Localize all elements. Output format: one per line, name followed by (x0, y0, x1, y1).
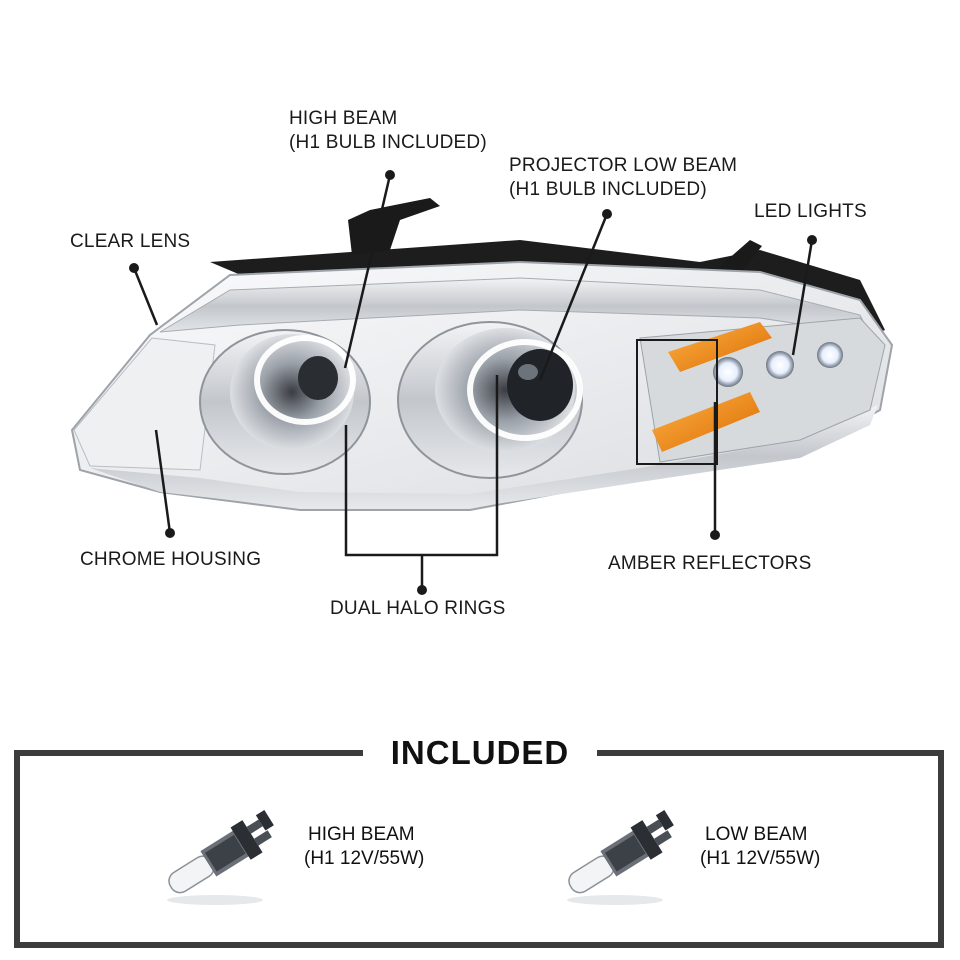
included-title: INCLUDED (0, 731, 960, 775)
led-2 (766, 351, 794, 379)
high-beam-halo-ring (254, 335, 356, 425)
high-beam-bulb-line1: HIGH BEAM (308, 824, 415, 845)
led-1 (713, 357, 743, 387)
headlight-assembly-image (70, 170, 894, 595)
high-beam-bulb-label: HIGH BEAM (H1 12V/55W) (304, 823, 424, 871)
high-beam-bulb-line2: (H1 12V/55W) (304, 848, 425, 869)
clear-lens-callout: CLEAR LENS (70, 231, 191, 252)
adjuster-stem (718, 240, 762, 274)
h1-bulb-icon (567, 809, 674, 905)
low-beam-bulb-line1: LOW BEAM (705, 824, 808, 845)
high-beam-callout-line2: (H1 BULB INCLUDED) (289, 132, 487, 153)
amber-reflectors-callout: AMBER REFLECTORS (608, 553, 812, 574)
led-lights-callout: LED LIGHTS (754, 201, 867, 222)
high-beam-callout: HIGH BEAM (H1 BULB INCLUDED) (289, 107, 487, 155)
projector-low-beam-callout-line1: PROJECTOR LOW BEAM (509, 155, 738, 176)
h1-bulb-icon (167, 809, 274, 905)
projector-lens (507, 349, 573, 421)
chrome-housing-callout: CHROME HOUSING (80, 549, 262, 570)
high-beam-callout-line1: HIGH BEAM (289, 108, 398, 129)
low-beam-bulb-label: LOW BEAM (H1 12V/55W) (700, 823, 820, 871)
low-beam-bulb-line2: (H1 12V/55W) (700, 848, 821, 869)
mounting-bracket (348, 198, 440, 255)
amber-reflector-lower (652, 392, 760, 452)
led-3 (817, 342, 843, 368)
chrome-bottom-band (90, 405, 878, 508)
amber-callout-box (636, 339, 718, 465)
amber-reflector-upper (668, 322, 772, 372)
dual-halo-rings-callout: DUAL HALO RINGS (330, 598, 506, 619)
low-beam-halo-ring (467, 339, 583, 441)
projector-low-beam-callout: PROJECTOR LOW BEAM (H1 BULB INCLUDED) (509, 154, 737, 202)
projector-low-beam-callout-line2: (H1 BULB INCLUDED) (509, 179, 707, 200)
